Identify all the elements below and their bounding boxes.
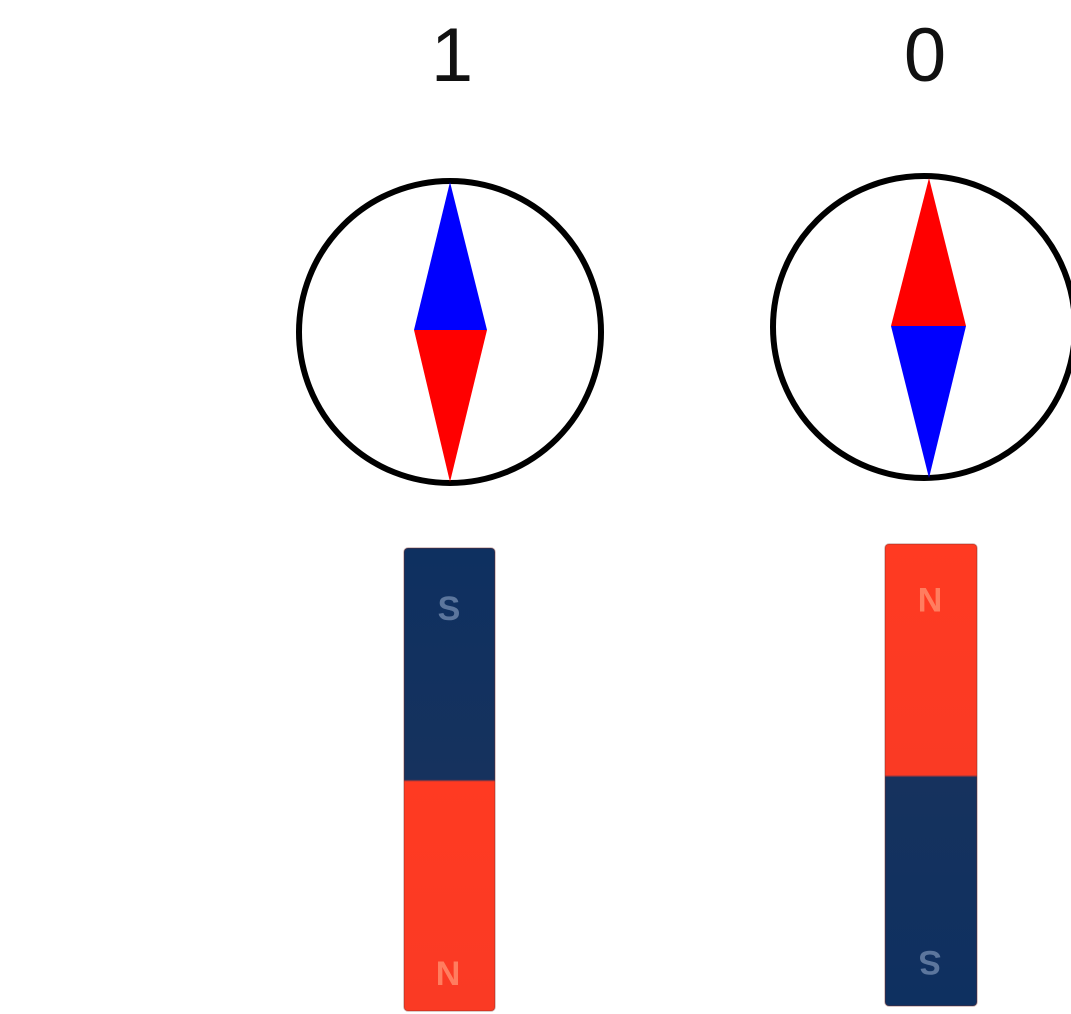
compass-left [296, 178, 604, 486]
bar-magnet-left-bottom-pole: N [436, 955, 461, 993]
panel-label-left: 1 [430, 13, 474, 98]
compass-right-needle-top [891, 178, 966, 326]
compass-right-needle-bottom [891, 326, 966, 478]
panel-label-right: 0 [903, 13, 947, 98]
compass-left-needle-bottom [414, 330, 487, 482]
bar-magnet-left-top-pole: S [438, 590, 461, 628]
compass-left-needle-top [414, 182, 487, 330]
bar-magnet-left-body [404, 548, 495, 1011]
bar-magnet-right-body [885, 544, 977, 1006]
bar-magnet-right-bottom-pole: S [919, 943, 942, 981]
bar-magnet-right: N S [884, 543, 978, 1007]
compass-right [770, 173, 1071, 481]
bar-magnet-right-top-pole: N [918, 580, 943, 618]
bar-magnet-left: S N [403, 547, 496, 1012]
